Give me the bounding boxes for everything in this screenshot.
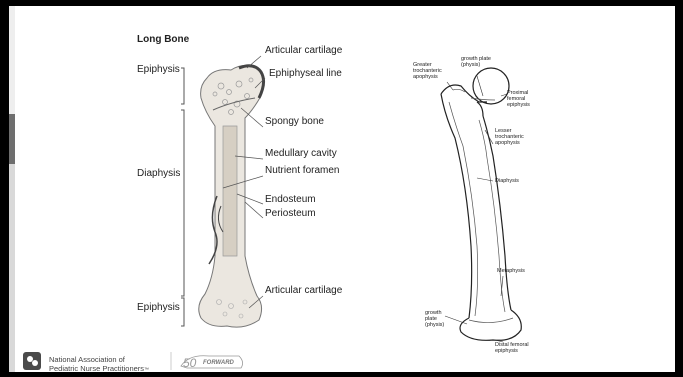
label-growth-plate-top: growth plate (physis): [461, 56, 491, 68]
label-metaphysis: Metaphysis: [497, 268, 525, 274]
org-name-line2: Pediatric Nurse Practitioners: [49, 364, 144, 373]
label-growth-plate-top-line2: (physis): [461, 62, 491, 68]
org-name: National Association of Pediatric Nurse …: [49, 356, 149, 372]
label-growth-plate-bottom: growth plate (physis): [425, 310, 444, 328]
long-bone-illustration: [9, 6, 675, 372]
label-articular-cartilage-top: Articular cartilage: [265, 45, 342, 56]
anniversary-badge-number: 50: [183, 356, 196, 370]
slide: Long Bone Epiphysis Diaphysis Epiphysis …: [9, 6, 675, 372]
label-prox-fem-line3: epiphysis: [507, 102, 530, 108]
label-medullary-cavity: Medullary cavity: [265, 148, 337, 159]
label-lesser-trochanteric: Lesser trochanteric apophysis: [495, 128, 524, 146]
anniversary-badge-word: FORWARD: [203, 360, 234, 366]
trademark-symbol: ™: [144, 367, 149, 373]
label-growth-plate-bottom-line3: (physis): [425, 322, 444, 328]
label-periosteum: Periosteum: [265, 208, 316, 219]
org-name-line2-wrap: Pediatric Nurse Practitioners™: [49, 365, 149, 373]
label-distal-femoral: Distal femoral epiphysis: [495, 342, 529, 354]
footer: National Association of Pediatric Nurse …: [19, 342, 319, 372]
label-nutrient-foramen: Nutrient foramen: [265, 165, 339, 176]
label-greater-troch-line3: apophysis: [413, 74, 442, 80]
label-spongy-bone: Spongy bone: [265, 116, 324, 127]
label-distal-fem-line2: epiphysis: [495, 348, 529, 354]
label-diaphysis-right: Diaphysis: [495, 178, 519, 184]
label-lesser-troch-line3: apophysis: [495, 140, 524, 146]
region-epiphysis-top: Epiphysis: [137, 64, 180, 75]
label-proximal-femoral: Proximal femoral epiphysis: [507, 90, 530, 108]
label-epiphyseal-line: Ephiphyseal line: [269, 68, 342, 79]
label-endosteum: Endosteum: [265, 194, 316, 205]
label-articular-cartilage-bottom: Articular cartilage: [265, 285, 342, 296]
region-epiphysis-bottom: Epiphysis: [137, 302, 180, 313]
label-greater-trochanteric: Greater trochanteric apophysis: [413, 62, 442, 80]
region-diaphysis: Diaphysis: [137, 168, 180, 179]
diagram-title: Long Bone: [137, 34, 189, 45]
